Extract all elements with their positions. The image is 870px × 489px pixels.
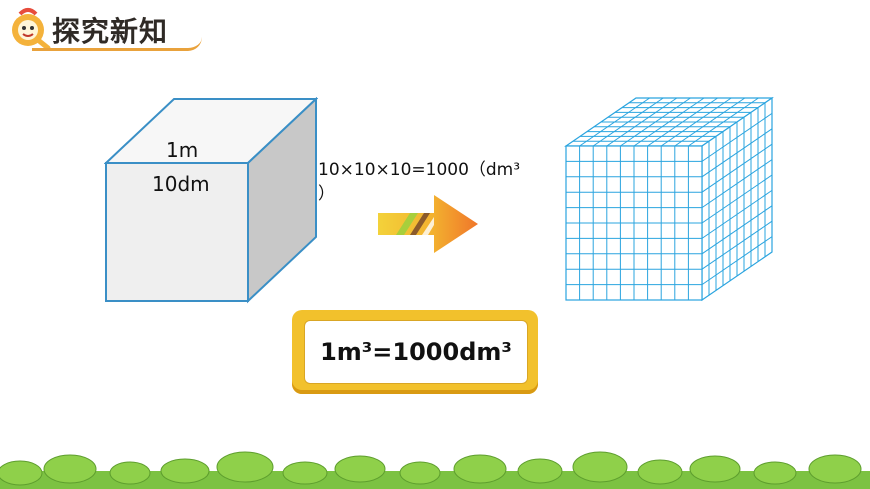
section-header: 探究新知 — [8, 4, 202, 51]
cube-edge-label-top: 1m — [166, 138, 199, 162]
volume-formula: 10×10×10=1000（dm³ ） — [318, 158, 558, 206]
header-underline — [32, 14, 202, 51]
grid-line — [701, 236, 773, 286]
grid-line — [701, 189, 773, 239]
grid-line — [701, 220, 773, 270]
result-box: 1m³=1000dm³ — [292, 310, 538, 394]
one-meter-cube — [104, 97, 318, 304]
result-box-inner: 1m³=1000dm³ — [304, 320, 528, 384]
right-arrow-icon — [378, 195, 478, 253]
grass-decoration — [0, 451, 870, 489]
cube-edge-label-bottom: 10dm — [152, 172, 210, 196]
formula-line-2: ） — [318, 184, 335, 204]
formula-line-1: 10×10×10=1000（dm³ — [318, 160, 521, 180]
thousand-cubic-decimeter-grid-cube — [564, 96, 774, 302]
grid-line — [660, 97, 732, 147]
page-title: 探究新知 — [52, 15, 169, 48]
grid-line — [688, 97, 759, 147]
grid-line — [647, 97, 718, 147]
grid-line — [701, 205, 773, 255]
cube-front-face — [105, 162, 249, 302]
result-equation: 1m³=1000dm³ — [320, 338, 512, 366]
grid-line — [674, 97, 746, 147]
